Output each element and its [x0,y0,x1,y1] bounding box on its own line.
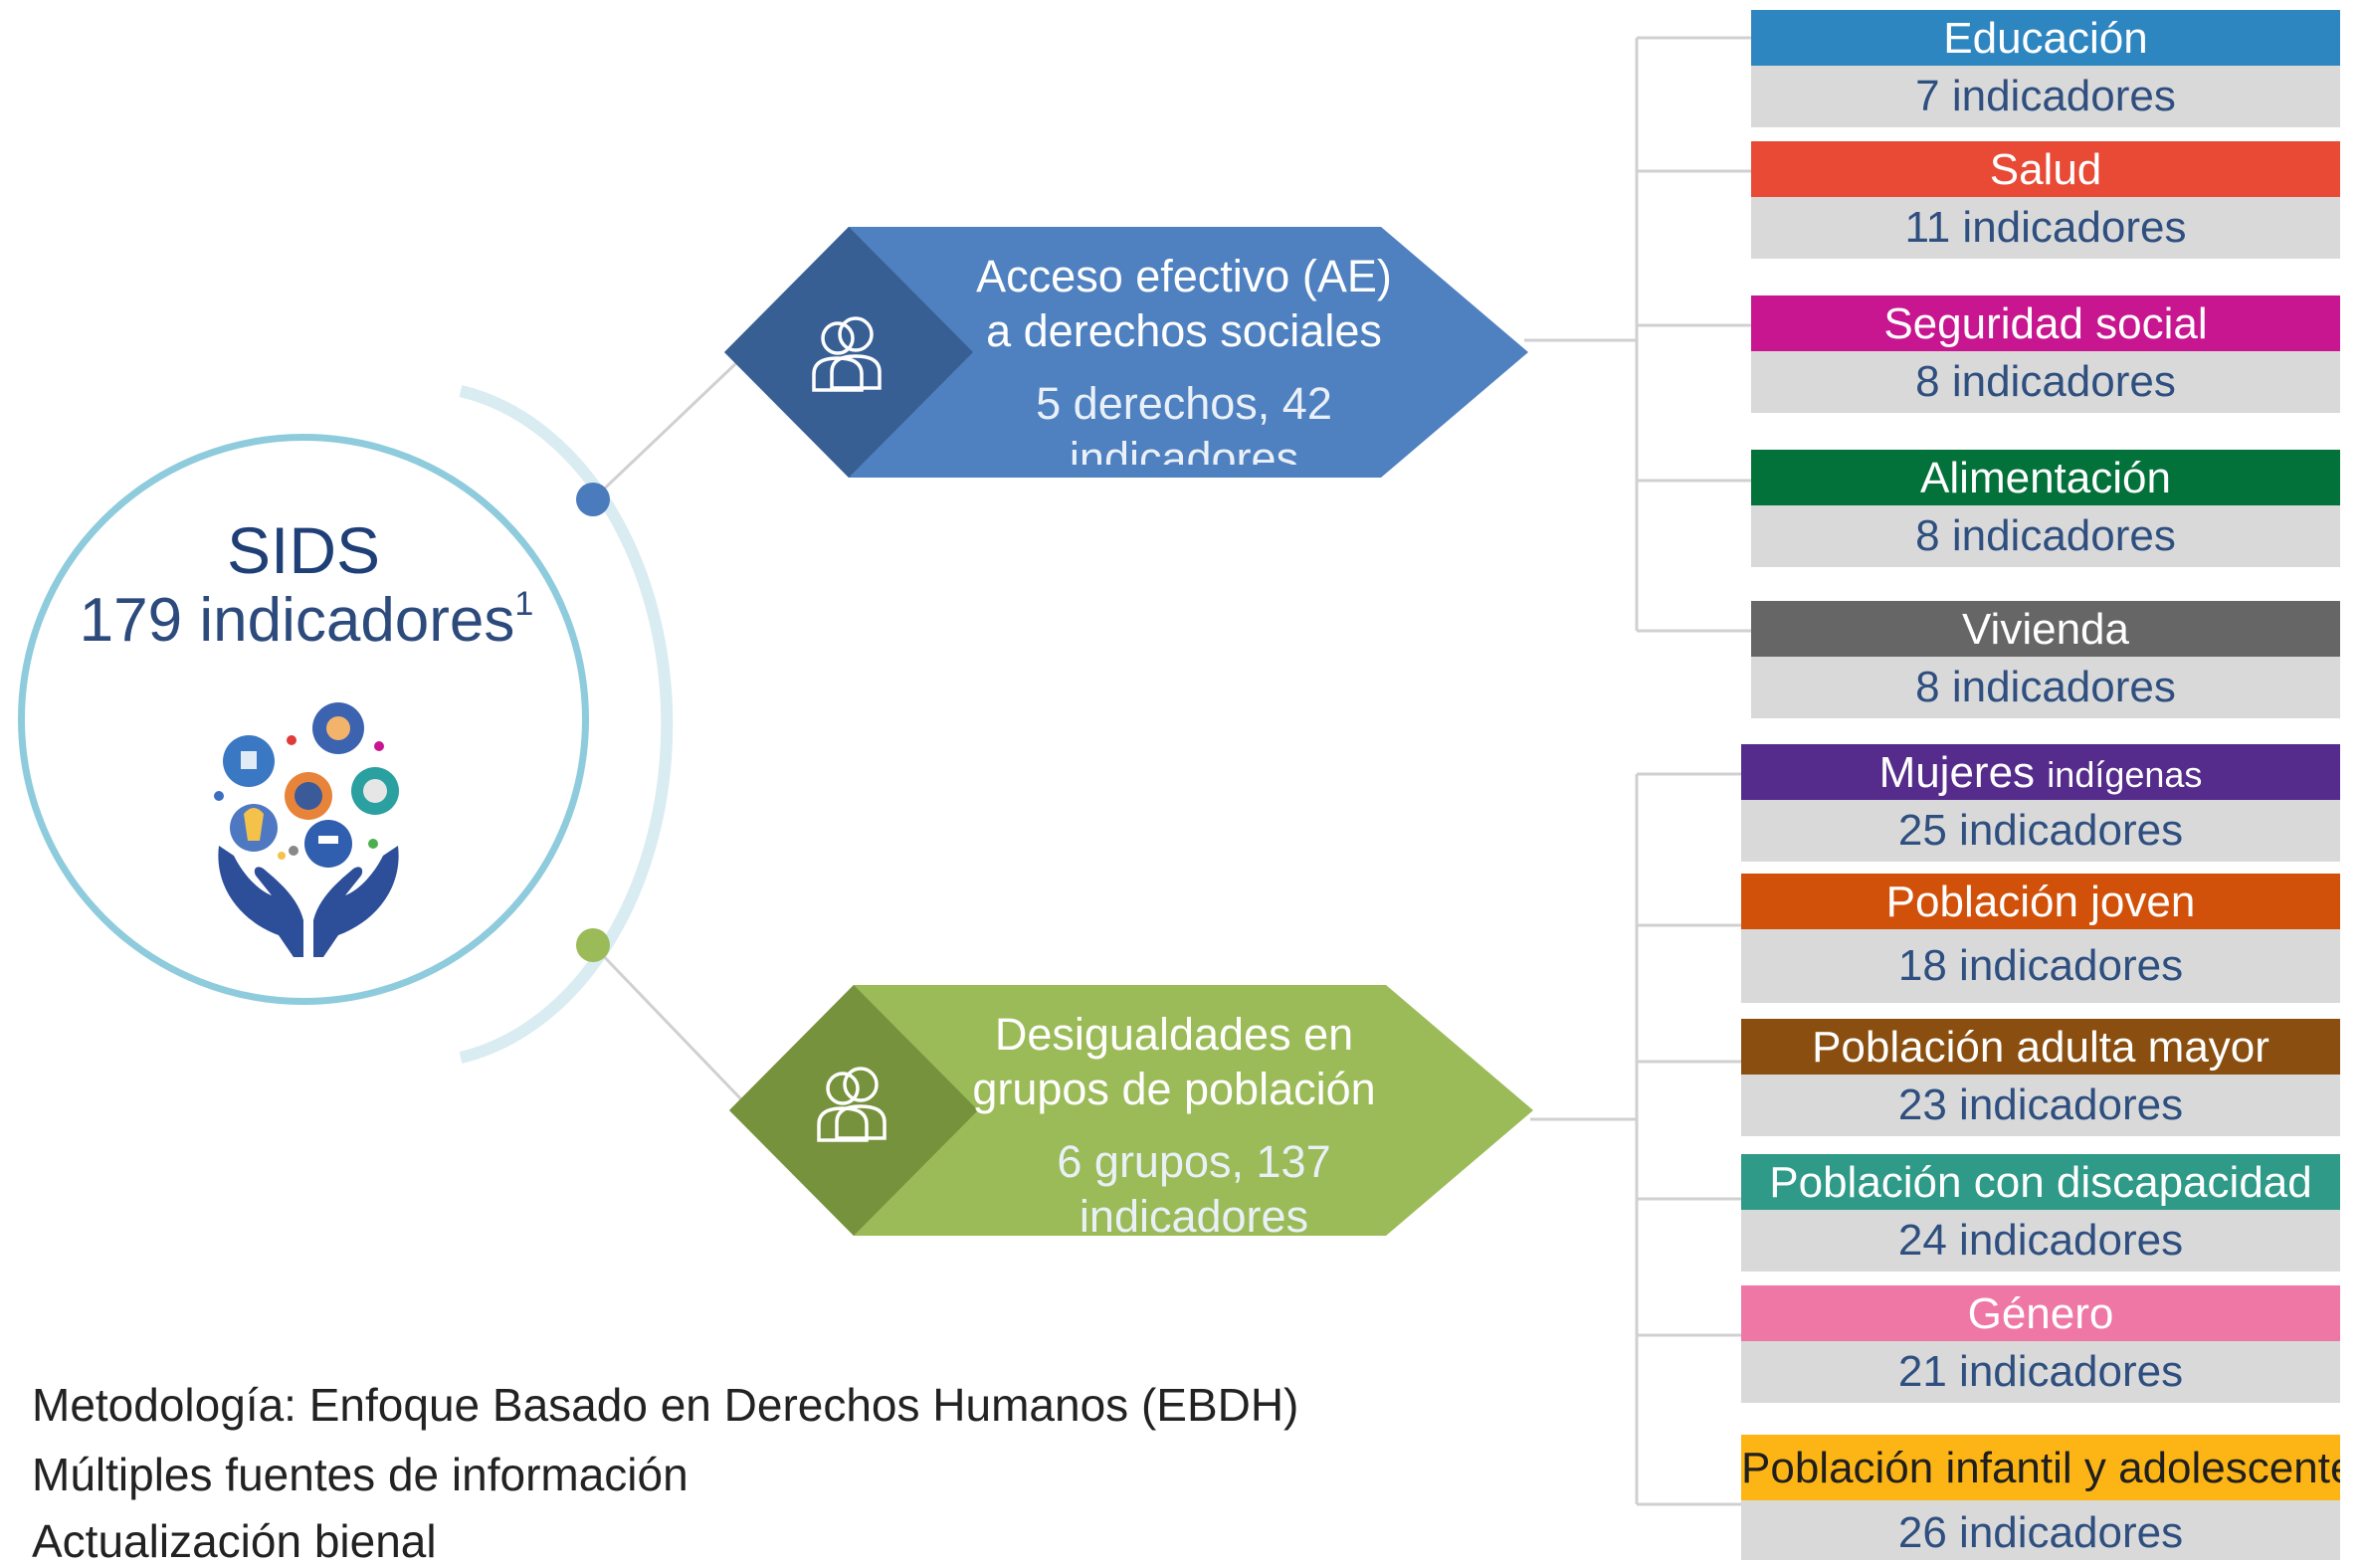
group-category-box: Población con discapacidad 24 indicadore… [1741,1154,2340,1272]
footer-sources: Múltiples fuentes de información [32,1449,689,1500]
category-name: Población joven [1741,874,2340,929]
connector-bottom [591,943,743,1101]
rights-category-box: Salud 11 indicadores [1751,141,2340,259]
groups-subtitle: 6 grupos, 137 indicadores [935,1134,1453,1233]
category-count: 21 indicadores [1741,1341,2340,1403]
groups-title: Desigualdades en grupos de población [915,1007,1433,1116]
rights-subtitle: 5 derechos, 42 indicadores [925,376,1443,465]
right-hand [313,846,399,957]
sids-count: 179 indicadores1 [18,585,595,656]
category-name: Género [1741,1285,2340,1341]
people-icon [812,316,882,392]
category-name-main: Mujeres [1878,748,2036,797]
node-dot-top [576,483,610,516]
group-category-box: Mujeres indígenas 25 indicadores [1741,744,2340,862]
category-name: Población con discapacidad [1741,1154,2340,1210]
category-count: 8 indicadores [1751,657,2340,718]
rights-category-box: Seguridad social 8 indicadores [1751,295,2340,413]
category-name: Alimentación [1751,450,2340,505]
category-count: 25 indicadores [1741,800,2340,862]
category-count: 7 indicadores [1751,66,2340,127]
connector-top [591,361,738,501]
rights-title: Acceso efectivo (AE) a derechos sociales [925,249,1443,358]
category-count: 23 indicadores [1741,1075,2340,1136]
category-count: 24 indicadores [1741,1210,2340,1272]
category-name: Salud [1751,141,2340,197]
rights-bracket [1524,36,1751,633]
left-hand [218,846,303,957]
groups-sub-line2: indicadores [1079,1191,1309,1233]
rights-title-line2: a derechos sociales [986,305,1382,356]
category-name: Seguridad social [1751,295,2340,351]
category-count: 8 indicadores [1751,505,2340,567]
groups-sub-line1: 6 grupos, 137 [1057,1136,1331,1187]
rights-sub-line1: 5 derechos, 42 [1036,378,1332,429]
group-category-box: Población infantil y adolescente 26 indi… [1741,1435,2340,1560]
groups-title-line2: grupos de población [972,1064,1376,1114]
category-name: Vivienda [1751,601,2340,657]
category-name-small: indígenas [2047,754,2203,795]
category-name: Educación [1751,10,2340,66]
rights-title-line1: Acceso efectivo (AE) [976,251,1392,301]
footer-methodology: Metodología: Enfoque Basado en Derechos … [32,1379,1299,1431]
rights-sub-line2: indicadores [1069,433,1299,465]
category-count: 18 indicadores [1741,929,2340,1003]
hands-icon [214,702,399,957]
sids-circle [18,434,589,1005]
rights-category-box: Alimentación 8 indicadores [1751,450,2340,567]
group-category-box: Población joven 18 indicadores [1741,874,2340,1003]
decorative-arc [459,385,674,1064]
category-count: 8 indicadores [1751,351,2340,413]
groups-bracket [1530,772,1741,1506]
footnote-mark: 1 [514,585,534,623]
groups-title-line1: Desigualdades en [994,1009,1354,1060]
sids-count-text: 179 indicadores [79,586,515,655]
group-category-box: Población adulta mayor 23 indicadores [1741,1019,2340,1136]
rights-hexagon [724,227,1528,478]
sids-title: SIDS [226,513,381,587]
footer-update: Actualización bienal [32,1515,437,1567]
category-count: 26 indicadores [1741,1500,2340,1560]
group-category-box: Género 21 indicadores [1741,1285,2340,1403]
people-icon [817,1067,887,1142]
category-name: Población adulta mayor [1741,1019,2340,1075]
category-name: Población infantil y adolescente [1741,1435,2340,1500]
category-count: 11 indicadores [1751,197,2340,259]
rights-category-box: Vivienda 8 indicadores [1751,601,2340,718]
node-dot-bottom [576,928,610,962]
category-name: Mujeres indígenas [1741,744,2340,800]
rights-category-box: Educación 7 indicadores [1751,10,2340,127]
